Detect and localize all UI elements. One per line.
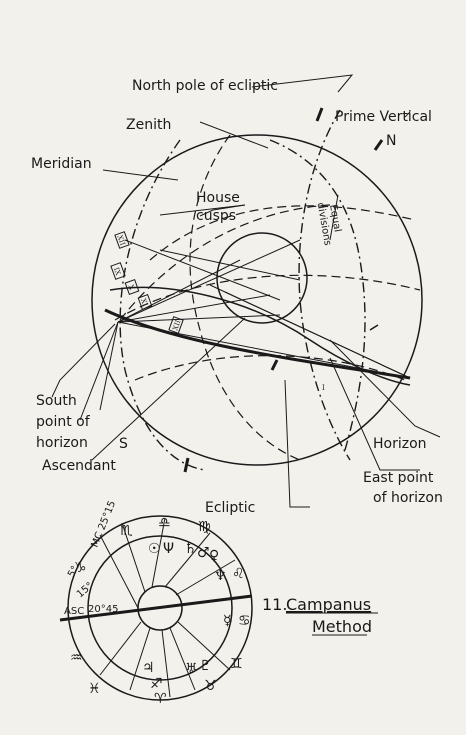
degree-label: 5° (66, 564, 81, 579)
prime-vertical-label: Prime Vertical (335, 109, 432, 125)
back-curve (189, 134, 301, 461)
celestial-sphere: XII IX X XI XII I (31, 74, 443, 516)
zenith-label: Zenith (126, 117, 171, 133)
planet-glyph: ♂ (197, 545, 210, 561)
north-pole-label: North pole of ecliptic (132, 78, 278, 94)
planet-glyph: ♃ (142, 660, 155, 676)
zodiac-sign: ♋ (238, 613, 251, 629)
zodiac-sign: ♍ (198, 519, 211, 535)
house-cusps-label-2: cusps (196, 208, 236, 224)
cusp-line (117, 314, 281, 323)
zodiac-sign: ♏ (120, 523, 133, 539)
zodiac-sign: ♊ (230, 656, 243, 672)
planet-glyphs: ☉ Ψ ♄ ♂ ♀ ♆ ♃ ♅ ♇ ☿ (142, 541, 232, 677)
leader-lines (51, 74, 441, 508)
house-numerals: XII IX X XI XII I (110, 231, 325, 392)
equal-division-curve (114, 274, 421, 321)
house-numeral: I (322, 384, 325, 392)
planet-glyph: ♅ (185, 661, 198, 677)
figure-caption: 11. Campanus Method (262, 595, 378, 636)
east-label-1: East point (363, 470, 434, 486)
zodiac-sign: ♈ (154, 691, 167, 707)
planet-glyph: ♀ (209, 548, 219, 564)
zodiac-sign: ♌ (232, 566, 245, 582)
meridian-label: Meridian (31, 156, 92, 172)
planet-glyph: ♇ (199, 658, 212, 674)
house-cusps-label-1: House (196, 190, 240, 206)
house-numeral: X (126, 284, 135, 291)
planet-glyph: ☿ (223, 613, 232, 629)
asc-label: ASC (64, 606, 84, 617)
prime-vertical-circle (298, 109, 351, 461)
cusp-line (117, 294, 271, 323)
cusp-line (99, 321, 119, 411)
house-numeral: XII (116, 234, 127, 247)
planet-glyph: ☉ (148, 541, 161, 557)
wheel-cusp-lines (59, 517, 253, 698)
caption-line2: Method (312, 617, 372, 636)
equal-division-curve (134, 354, 406, 381)
zodiac-signs: ♏ ♎ ♍ ♌ ♋ ♊ ♉ ♈ ♓ ♒ ♑ ♐ (70, 515, 251, 707)
cusp-line (117, 321, 411, 379)
s-label: S (119, 436, 128, 452)
south-label-2: point of (36, 414, 91, 430)
planet-glyph: Ψ (163, 541, 174, 557)
zodiac-sign: ♎ (158, 515, 171, 531)
house-numeral: XII (171, 319, 182, 332)
sphere-outline (91, 134, 423, 466)
ascendant-label: Ascendant (42, 458, 116, 474)
equal-label-1: Equal (327, 204, 343, 233)
cusp-line (124, 239, 281, 301)
inner-circle (216, 232, 308, 324)
n-label: N (386, 133, 396, 149)
south-label-1: South (36, 393, 77, 409)
horizon-label: Horizon (373, 436, 427, 452)
zodiac-sign: ♒ (70, 650, 83, 666)
cusp-line (117, 259, 241, 323)
cusp-line (159, 249, 301, 281)
east-label-2: of horizon (373, 490, 443, 506)
asc-degree-label: 20°45 (88, 604, 118, 615)
meridian-circle (119, 139, 206, 471)
house-numeral: IX (112, 266, 122, 276)
equal-division-curve (149, 205, 416, 261)
house-numeral: XI (139, 297, 149, 307)
zodiac-sign: ♑ (74, 560, 87, 576)
ecliptic-label: Ecliptic (205, 500, 255, 516)
zodiac-sign: ♉ (204, 678, 217, 694)
zenith-arc (269, 139, 366, 451)
wheel-outer-ring (67, 515, 253, 701)
cusp-line (224, 291, 411, 379)
caption-number: 11. (262, 595, 287, 614)
planet-glyph: ♄ (184, 541, 197, 557)
edge-ticks (183, 107, 384, 473)
wheel-inner-ring (87, 535, 233, 681)
planet-glyph: ♆ (214, 568, 227, 584)
ecliptic-line (109, 286, 411, 386)
caption-line1: Campanus (286, 595, 371, 614)
horoscope-wheel: ☉ Ψ ♄ ♂ ♀ ♆ ♃ ♅ ♇ ☿ ♏ ♎ ♍ ♌ ♋ ♊ ♉ ♈ ♓ ♒ … (59, 499, 253, 707)
zodiac-sign: ♐ (150, 676, 163, 692)
house-cusp-lines (79, 239, 411, 421)
back-curve (119, 204, 331, 321)
cusp-line (79, 321, 119, 421)
south-label-3: horizon (36, 435, 88, 451)
zodiac-sign: ♓ (88, 681, 101, 697)
cusp-line (117, 239, 301, 323)
